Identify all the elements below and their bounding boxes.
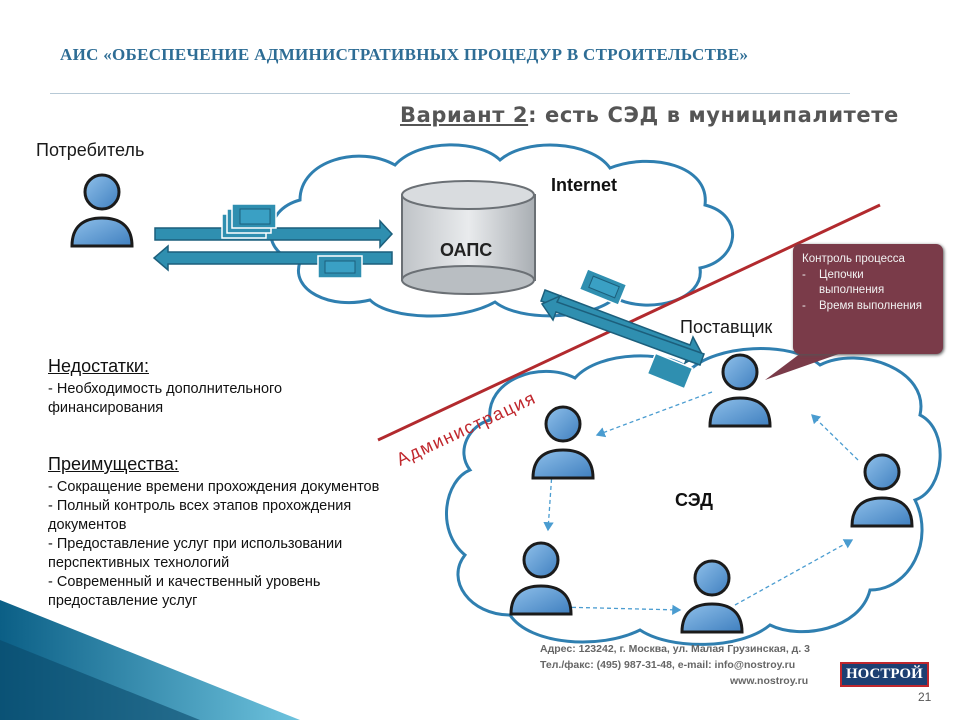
variant-prefix: Вариант 2: [400, 103, 529, 127]
supplier-label: Поставщик: [680, 317, 773, 337]
document-icon: [221, 203, 363, 279]
person-icon: [680, 559, 744, 634]
address-line: Адрес: 123242, г. Москва, ул. Малая Груз…: [540, 643, 811, 655]
variant-title: Вариант 2: есть СЭД в муниципалитете: [400, 103, 899, 127]
pros-heading: Преимущества:: [48, 454, 179, 474]
sed-label: СЭД: [675, 490, 713, 510]
nostroy-logo: НОСТРОЙ: [840, 662, 929, 687]
pros-item: - Полный контроль всех этапов прохождени…: [48, 498, 352, 533]
internet-label: Internet: [551, 175, 617, 195]
database-icon: [401, 180, 536, 295]
header-title: АИС «ОБЕСПЕЧЕНИЕ АДМИНИСТРАТИВНЫХ ПРОЦЕД…: [60, 45, 749, 64]
callout-item: Время выполнения: [819, 300, 922, 312]
person-icon: [531, 405, 595, 480]
process-control-callout: Контроль процесса - Цепочки выполнения -…: [793, 244, 943, 354]
arrow-icon: [540, 267, 705, 390]
contact-line: Тел./факс: (495) 987-31-48, e-mail: info…: [540, 659, 796, 671]
variant-suffix: : есть СЭД в муниципалитете: [528, 103, 899, 127]
callout-dash: -: [802, 300, 806, 312]
pros-item: - Сокращение времени прохождения докумен…: [48, 479, 380, 495]
person-icon: [850, 453, 914, 528]
cons-heading: Недостатки:: [48, 356, 149, 376]
workflow-arrows: [543, 391, 859, 616]
person-icon: [509, 541, 573, 616]
pros-section: Преимущества: - Сокращение времени прохо…: [48, 454, 403, 611]
consumer-label: Потребитель: [36, 140, 145, 160]
person-icon: [70, 173, 134, 248]
callout-title: Контроль процесса: [802, 253, 905, 265]
footer-address: Адрес: 123242, г. Москва, ул. Малая Груз…: [540, 641, 820, 689]
pros-item: - Предоставление услуг при использовании…: [48, 536, 343, 571]
person-icon: [708, 353, 772, 428]
oaps-label: ОАПС: [440, 240, 492, 260]
callout-pointer: [765, 350, 850, 380]
website-link[interactable]: www.nostroy.ru: [730, 675, 809, 687]
callout-item: Цепочки выполнения: [819, 269, 885, 296]
cons-section: Недостатки: - Необходимость дополнительн…: [48, 356, 388, 418]
cons-item: - Необходимость дополнительного финансир…: [48, 381, 283, 416]
page-number: 21: [918, 690, 932, 704]
pros-item: - Современный и качественный уровень пре…: [48, 574, 321, 609]
header-divider: [50, 93, 850, 94]
callout-dash: -: [802, 269, 806, 281]
